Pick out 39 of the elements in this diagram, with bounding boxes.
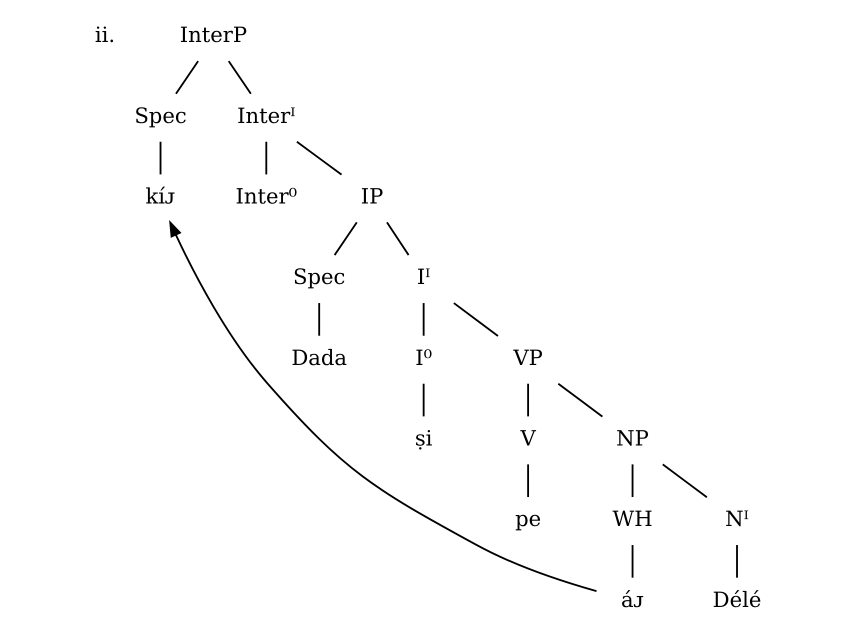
connector [422,303,425,336]
label: ii. [94,22,116,48]
connector [422,384,425,416]
connector [736,545,738,578]
connector [632,545,634,578]
node-text: InterP [180,22,248,48]
connector [527,384,530,416]
connector [228,60,252,94]
arrow [169,220,597,592]
connector [296,141,342,176]
node-text: pe [515,506,542,532]
connector [265,142,268,174]
node-text: V [520,426,536,451]
node-text: Dada [291,344,348,370]
node-text: Iᴵ [416,264,430,290]
connector [453,302,498,337]
connector [662,464,708,498]
connector [558,382,603,418]
connector [386,222,410,256]
connector [318,303,320,336]
node-text: Spec [134,102,187,128]
connector [175,60,199,94]
node-text: áᴊ [620,586,644,612]
node-text: WH [612,506,653,532]
connector [527,464,530,498]
node-text: Interᴵ [237,102,296,128]
connector [160,142,162,174]
node-text: Spec [293,264,346,290]
node-text: VP [513,344,543,370]
node-text: I⁰ [415,344,432,370]
node-text: Nᴵ [725,506,749,532]
node-text: IP [360,184,384,209]
connector [334,222,358,256]
node-text: kíᴊ [145,184,176,209]
node-text: Délé [712,586,762,612]
node-text: ṣi [414,426,432,451]
node-text: Inter⁰ [236,184,298,209]
node-text: NP [616,426,649,451]
connector [632,464,634,498]
